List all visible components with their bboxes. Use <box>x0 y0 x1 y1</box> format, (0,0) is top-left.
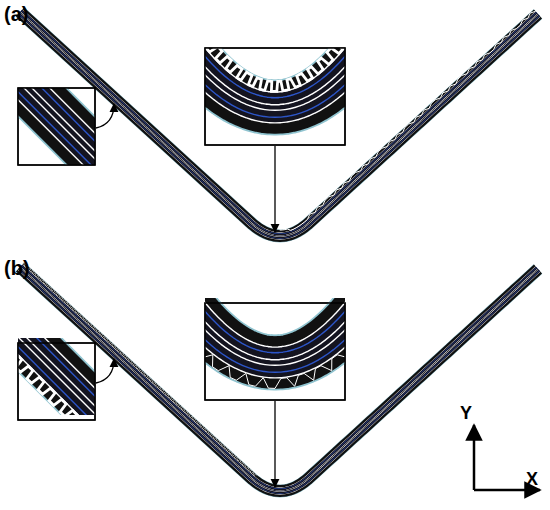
zoom-pointer <box>274 401 275 487</box>
panel-label: (a) <box>4 4 28 24</box>
zoom-pointer <box>96 104 114 128</box>
strip-layer <box>18 88 95 165</box>
inset-frame <box>205 303 345 400</box>
strip-layer <box>20 12 538 236</box>
strip-layer <box>20 267 538 491</box>
serpentine-pattern <box>205 304 345 388</box>
strip-layer <box>18 88 95 165</box>
strip-layer <box>205 298 345 363</box>
panel-label: (b) <box>4 258 30 278</box>
inset-frame <box>205 48 345 145</box>
serpentine-pattern <box>18 338 95 415</box>
strip-layer <box>20 267 538 491</box>
panel-b <box>0 263 538 491</box>
strip-layer <box>205 298 345 363</box>
strip-layer <box>20 12 538 236</box>
strip-layer <box>18 88 95 165</box>
strip-layer <box>205 298 345 363</box>
strip-layer <box>205 298 345 363</box>
strip-layer <box>20 12 538 236</box>
strip-layer <box>205 298 345 363</box>
strip-layer <box>20 267 538 491</box>
strip-layer <box>18 88 95 165</box>
strip-layer <box>20 267 538 491</box>
strip-layer <box>20 12 538 236</box>
inset-frame <box>18 88 95 165</box>
strip-layer <box>18 88 95 165</box>
strip-layer <box>20 12 538 236</box>
strip-band <box>205 298 345 388</box>
strip-layer <box>205 298 345 363</box>
strip-band <box>205 48 345 108</box>
strip-band <box>20 263 538 491</box>
strip-layer <box>20 12 538 236</box>
strip-layer <box>20 267 538 491</box>
zoom-pointer <box>96 359 114 383</box>
strip-layer <box>205 298 345 363</box>
strip-layer <box>20 267 538 491</box>
strip-layer <box>18 88 95 165</box>
strip-band <box>20 11 538 236</box>
axis-arrows <box>474 425 540 490</box>
strip-layer <box>20 267 538 491</box>
panel-a <box>0 11 538 236</box>
inset-frame <box>18 343 95 420</box>
axis-label: Y <box>460 404 472 422</box>
strip-layer <box>18 88 95 165</box>
strip-band <box>18 88 95 165</box>
axis-label: X <box>526 470 538 488</box>
strip-layer <box>18 88 95 165</box>
zoom-pointer <box>274 146 275 232</box>
strip-layer <box>20 12 538 236</box>
strip-layer <box>20 12 538 236</box>
strip-layer <box>205 298 345 363</box>
strip-band <box>18 338 95 415</box>
strip-layer <box>20 267 538 491</box>
serpentine-pattern <box>205 48 345 91</box>
